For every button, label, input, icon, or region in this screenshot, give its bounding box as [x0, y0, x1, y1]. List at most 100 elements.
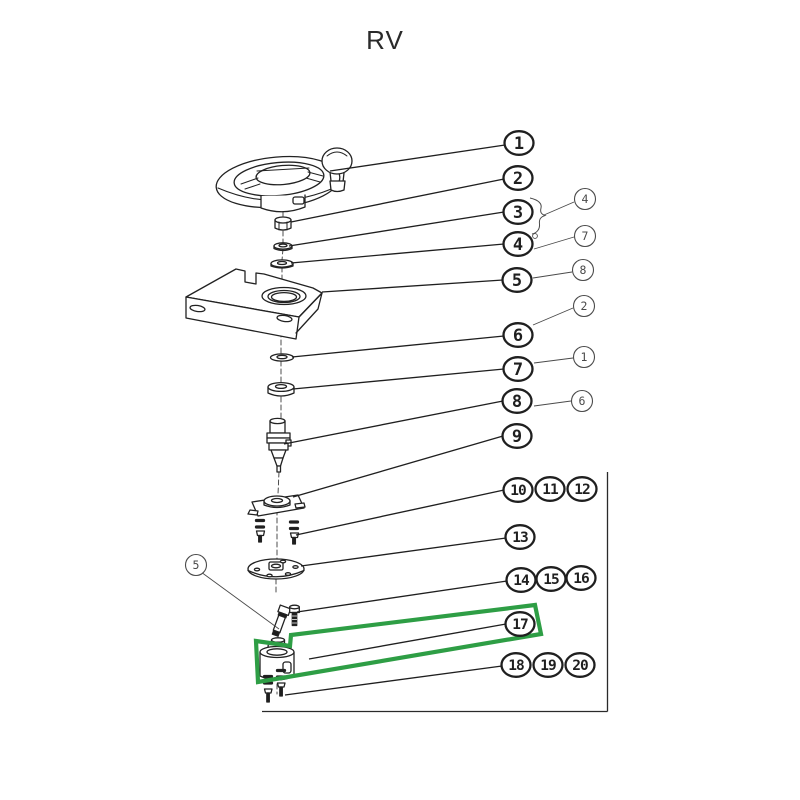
leader-line: [532, 307, 574, 326]
callout-circle: [570, 389, 594, 413]
callout-number: 15: [543, 572, 559, 588]
callout-number: 18: [508, 658, 524, 674]
leader-line: [290, 178, 505, 223]
callout-circle: [571, 258, 595, 282]
callout-9[interactable]: 9: [501, 423, 533, 449]
callout-circle: [504, 524, 536, 550]
callout-number: 5: [512, 271, 522, 291]
callout-8[interactable]: 8: [501, 388, 533, 414]
part-hex-nut: [274, 216, 292, 231]
callout-12[interactable]: 12: [566, 476, 598, 502]
leader-line: [533, 400, 572, 407]
callout-6[interactable]: 6: [502, 322, 534, 348]
part-mounting-bracket: [185, 268, 323, 340]
callout-circle: [532, 652, 564, 678]
callout-circle: [501, 388, 533, 414]
callout-circle: [500, 652, 532, 678]
leader-line: [532, 271, 573, 279]
callout-5[interactable]: 5: [501, 267, 533, 293]
callout-circle: [502, 165, 534, 191]
callout-16[interactable]: 16: [565, 565, 597, 591]
leader-line: [296, 580, 508, 613]
callout-circle: [502, 231, 534, 257]
callout-circle: [502, 356, 534, 382]
callout-number: 4: [513, 235, 523, 255]
leader-line: [543, 201, 575, 216]
callout-number: 8: [512, 392, 522, 412]
leader-line: [300, 537, 507, 567]
part-screw-set-upper: [254, 518, 300, 545]
callout-3[interactable]: 3: [502, 199, 534, 225]
leader-line: [200, 571, 280, 630]
callout-20[interactable]: 20: [564, 652, 596, 678]
callout-19[interactable]: 19: [532, 652, 564, 678]
callout-17[interactable]: 17: [504, 611, 536, 637]
leader-line: [308, 623, 507, 660]
callout-number: 7: [582, 229, 589, 243]
callout-2[interactable]: 2: [502, 165, 534, 191]
leader-line: [283, 400, 504, 445]
callout-number: 2: [581, 299, 588, 313]
leader-line: [321, 279, 504, 293]
callout-11[interactable]: 11: [534, 476, 566, 502]
callout-number: 20: [572, 658, 588, 674]
callout-number: 9: [512, 427, 522, 447]
highlight-box-part-17: [253, 602, 544, 685]
part-flat-washer: [270, 259, 294, 269]
callout-circle: [564, 652, 596, 678]
leader-line: [284, 665, 503, 696]
callout-14[interactable]: 14: [505, 567, 537, 593]
callout-ref-8: 8: [571, 258, 595, 282]
leader-line: [533, 236, 575, 250]
callout-number: 10: [510, 483, 526, 499]
callout-ref-2: 2: [572, 294, 596, 318]
callout-number: 16: [573, 571, 589, 587]
callout-ref-7: 7: [573, 224, 597, 248]
callout-circle: [502, 477, 534, 503]
callout-number: 4: [582, 192, 589, 206]
leader-line: [288, 211, 505, 247]
leader-line: [295, 489, 505, 536]
part-set-bolt: [289, 604, 300, 627]
frame-layer: [262, 472, 609, 713]
part-flange-disc: [247, 558, 305, 580]
handwheel-hub: [260, 194, 306, 213]
callout-number: 11: [542, 482, 559, 498]
leader-line: [290, 243, 505, 264]
callout-number: 5: [193, 558, 200, 572]
callout-circle: [573, 224, 597, 248]
callout-15[interactable]: 15: [535, 566, 567, 592]
handwheel-knob: [321, 147, 353, 193]
callout-number: 1: [581, 350, 588, 364]
callout-number: 19: [540, 658, 556, 674]
callout-13[interactable]: 13: [504, 524, 536, 550]
callout-ref-1: 1: [572, 345, 596, 369]
callout-4[interactable]: 4: [502, 231, 534, 257]
callout-circle: [502, 322, 534, 348]
callout-circle: [534, 476, 566, 502]
callout-7[interactable]: 7: [502, 356, 534, 382]
callout-number: 3: [513, 203, 523, 223]
part-handwheel: [215, 147, 353, 213]
callout-circle: [572, 294, 596, 318]
callout-10[interactable]: 10: [502, 477, 534, 503]
callout-circle: [502, 199, 534, 225]
callout-number: 14: [513, 573, 530, 589]
callout-number: 6: [513, 326, 523, 346]
leader-line: [292, 368, 505, 390]
callout-circle: [501, 423, 533, 449]
part-spring-washer: [273, 242, 293, 252]
callout-ref-5: 5: [184, 553, 208, 577]
part-bearing-plate: [247, 494, 306, 517]
highlight-layer: [253, 602, 544, 685]
callout-18[interactable]: 18: [500, 652, 532, 678]
callout-1[interactable]: 1: [503, 130, 535, 156]
callout-circle: [573, 187, 597, 211]
leader-line: [292, 435, 504, 498]
part-lower-washer: [269, 353, 295, 362]
callout-circle: [504, 611, 536, 637]
callout-number: 6: [579, 394, 586, 408]
leader-line: [291, 335, 505, 358]
callout-number: 1: [514, 134, 524, 154]
